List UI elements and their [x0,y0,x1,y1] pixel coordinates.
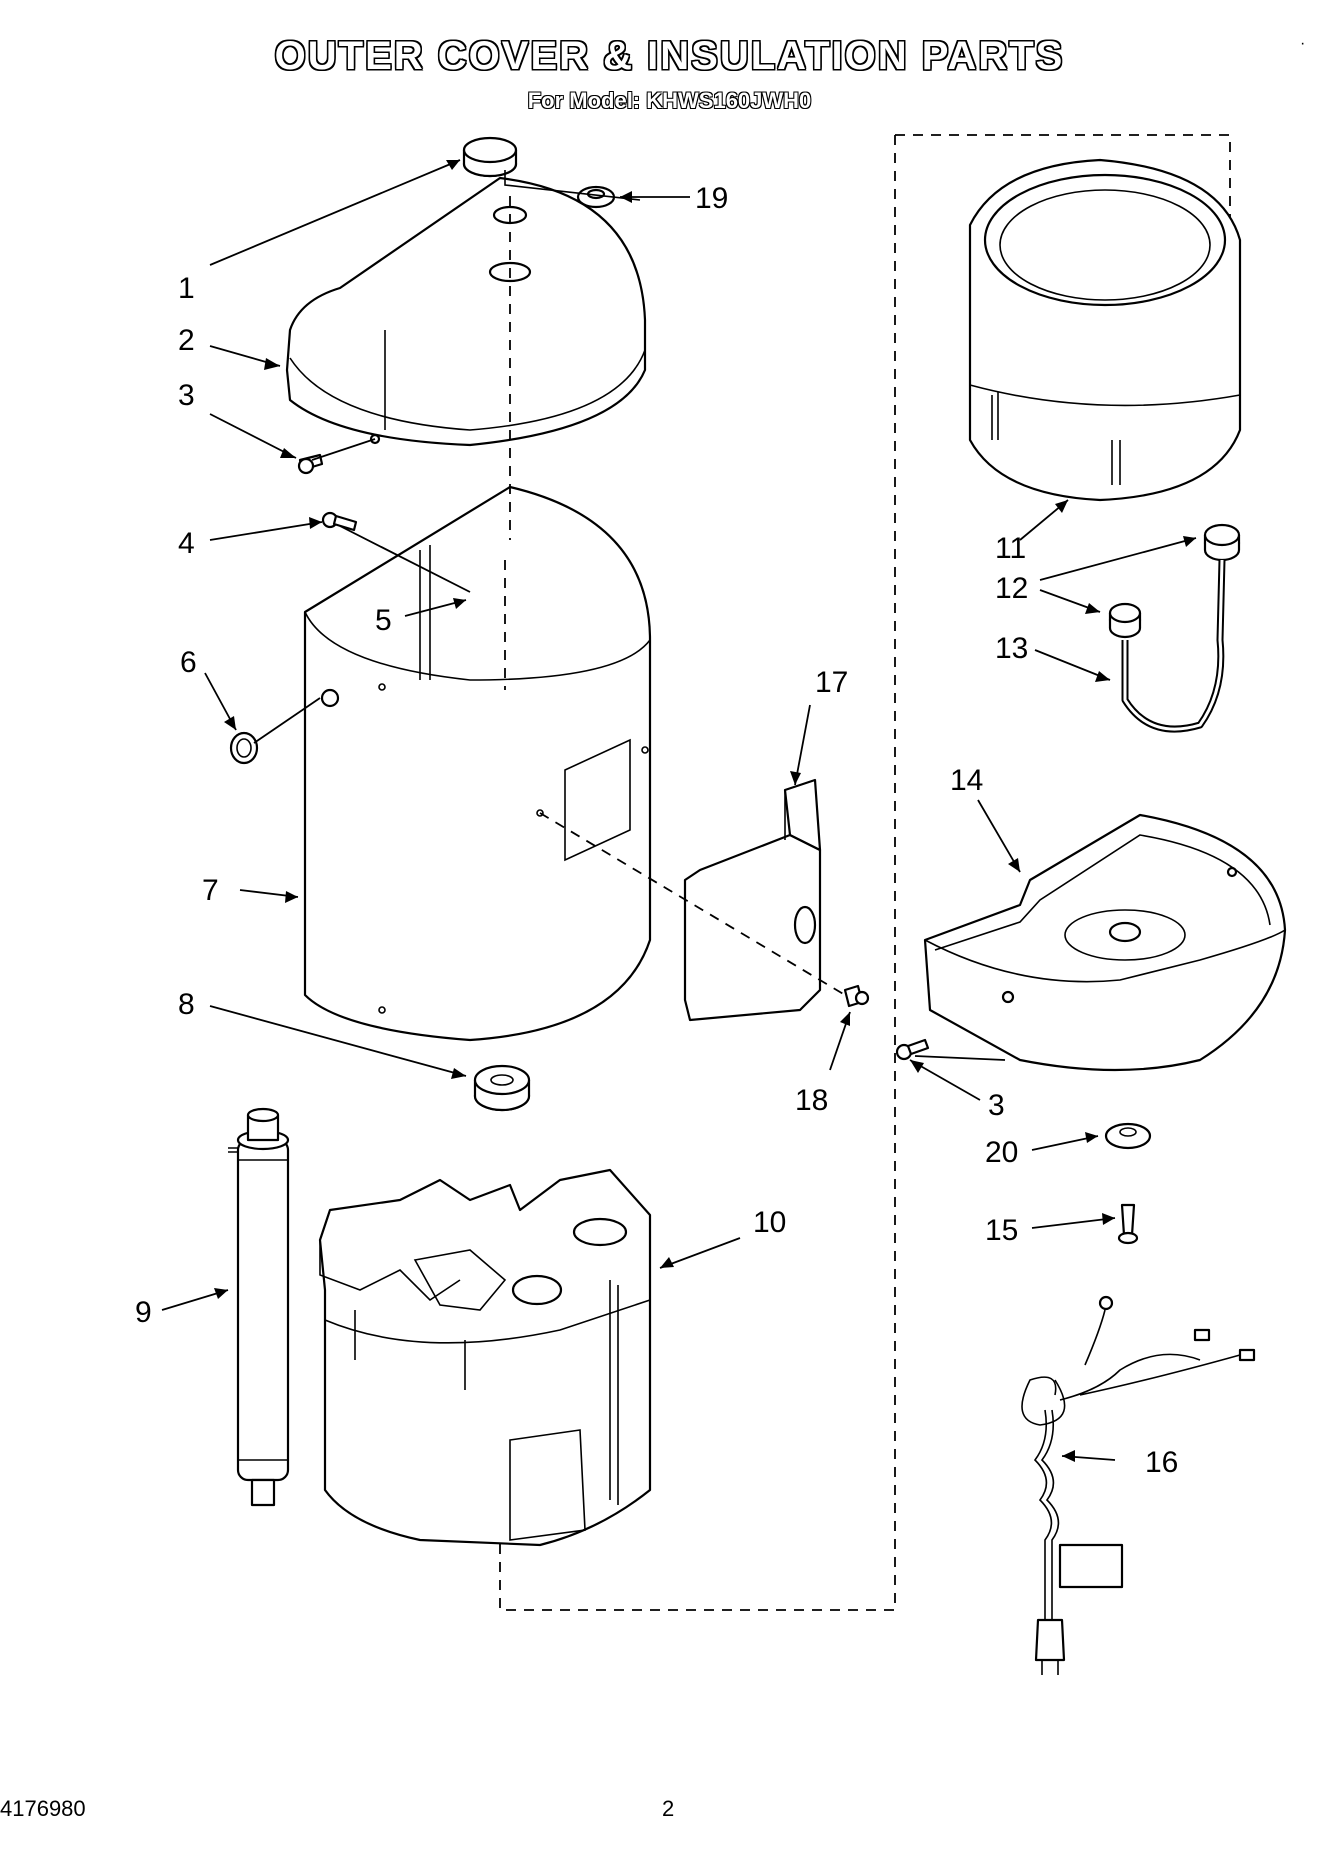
part-7-outer-shell[interactable] [303,485,652,1042]
page-number: 2 [662,1796,675,1821]
part-15-screw[interactable] [1117,1203,1139,1245]
part-3-screw-lower[interactable] [895,1038,930,1061]
part-20-washer[interactable] [1104,1122,1152,1150]
part-9-element[interactable] [228,1107,290,1507]
callout-5: 5 [375,604,392,637]
part-1-plug[interactable] [462,136,518,178]
callout-8: 8 [178,988,195,1021]
callout-2: 2 [178,324,195,357]
model-subtitle: For Model: KHWS160JWH0 [527,88,812,113]
callout-3-lower: 3 [988,1089,1005,1122]
part-16-power-cord[interactable] [1021,1295,1256,1675]
part-8-grommet[interactable] [473,1064,531,1112]
callout-7: 7 [202,874,219,907]
part-3-screw-upper[interactable] [297,453,324,475]
callout-6: 6 [180,646,197,679]
callout-11: 11 [995,532,1026,565]
document-number: 4176980 [0,1796,86,1821]
callout-13: 13 [995,632,1028,665]
callout-19: 19 [695,182,728,215]
page-title: OUTER COVER & INSULATION PARTS [274,34,1065,78]
part-13-tube[interactable] [1121,559,1226,733]
callout-17: 17 [815,666,848,699]
part-2-top-cover[interactable] [285,170,647,447]
part-17-shield[interactable] [683,778,822,1022]
part-4-screw[interactable] [321,511,358,532]
part-19-washer[interactable] [576,185,616,209]
part-11-insulation-top[interactable] [968,158,1242,502]
callout-10: 10 [753,1206,786,1239]
callout-16: 16 [1145,1446,1178,1479]
leader-lines [161,159,1197,1462]
callout-15: 15 [985,1214,1018,1247]
callout-3-upper: 3 [178,379,195,412]
callout-18: 18 [795,1084,828,1117]
callout-1: 1 [178,272,195,305]
part-12-cap-upper[interactable] [1203,523,1241,562]
callout-20: 20 [985,1136,1018,1169]
part-14-base-pan[interactable] [923,813,1287,1072]
callout-4: 4 [178,527,195,560]
part-6-plug[interactable] [229,731,259,765]
part-18-screw[interactable] [843,984,870,1008]
part-12-cap-lower[interactable] [1108,602,1142,639]
callout-14: 14 [950,764,983,797]
centerline-shield [539,812,846,996]
callout-12: 12 [995,572,1028,605]
part-10-insulation[interactable] [318,1168,652,1547]
corner-mark: · [1300,35,1305,52]
callout-9: 9 [135,1296,152,1329]
